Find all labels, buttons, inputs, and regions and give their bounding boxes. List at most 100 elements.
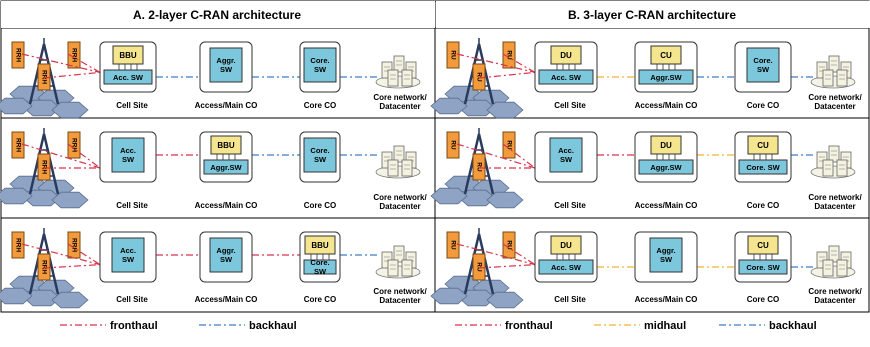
radio-unit-label: RRH <box>40 70 47 84</box>
access-unit-label: DU <box>660 141 672 150</box>
cell-unit-label: DU <box>560 51 572 60</box>
cell-site-label: Cell Site <box>116 101 148 110</box>
fronthaul-line <box>21 53 101 73</box>
server-rack <box>393 55 405 73</box>
radio-unit-label: RU <box>449 240 456 250</box>
access-switch-box <box>209 47 243 83</box>
datacenter-label: Datacenter <box>814 102 855 111</box>
cell-site-label: Cell Site <box>116 295 148 304</box>
core-network-label: Core network/ <box>808 287 862 296</box>
datacenter-icon <box>375 145 421 179</box>
datacenter-icon <box>810 245 856 279</box>
cell-switch-box <box>549 137 583 173</box>
cell-switch-box <box>538 69 594 85</box>
radio-unit-box <box>472 253 486 281</box>
server-rack <box>387 259 399 277</box>
access-unit-box <box>210 135 242 155</box>
fronthaul-line <box>67 143 101 169</box>
access-co-label: Access/Main CO <box>635 101 698 110</box>
core-network-label: Core network/ <box>373 287 427 296</box>
access-switch-label: Aggr. <box>216 56 235 65</box>
cell-site-label: Cell Site <box>116 201 148 210</box>
access-unit-label: CU <box>660 51 672 60</box>
cell-unit-box <box>550 45 582 65</box>
server-rack <box>822 259 834 277</box>
server-rack <box>822 159 834 177</box>
hex-tile <box>51 101 89 119</box>
access-unit-label: BBU <box>217 141 235 150</box>
hex-tile <box>0 287 33 305</box>
hex-tile <box>486 101 524 119</box>
fronthaul-line <box>43 264 101 269</box>
radio-unit-box <box>472 153 486 181</box>
panel-title-bg <box>1 1 435 28</box>
core-switch-label: Core. SW <box>746 263 780 272</box>
fronthaul-line <box>502 243 536 266</box>
access-switch-label-2: SW <box>660 255 673 264</box>
access-switch-box <box>209 237 243 273</box>
radio-unit-label: RU <box>475 262 482 272</box>
core-co-label: Core CO <box>747 101 779 110</box>
core-switch-box <box>746 47 780 83</box>
radio-unit-label: RU <box>505 50 512 60</box>
access-switch-box <box>649 237 683 273</box>
fronthaul-line <box>67 53 101 73</box>
core-switch-label: Core. <box>310 146 329 155</box>
server-rack <box>387 69 399 87</box>
cell-unit-box <box>550 235 582 255</box>
access-co-label: Access/Main CO <box>635 295 698 304</box>
radio-unit-label: RRH <box>70 48 77 62</box>
core-switch-box <box>303 137 337 173</box>
server-rack <box>836 259 848 277</box>
radio-unit-label: RRH <box>40 160 47 174</box>
core-switch-label: Core. <box>310 56 329 65</box>
hex-tile <box>430 287 468 305</box>
fronthaul-line <box>43 71 101 79</box>
access-switch-box <box>203 159 249 175</box>
core-unit-box <box>747 235 779 255</box>
server-rack <box>401 159 413 177</box>
core-switch-label: Core. <box>753 56 772 65</box>
cell-unit-label: DU <box>560 241 572 250</box>
fronthaul-line <box>502 143 536 169</box>
radio-unit-label: RRH <box>70 138 77 152</box>
access-switch-box <box>638 69 694 85</box>
core-unit-box <box>304 235 336 255</box>
radio-unit-box <box>67 41 81 69</box>
core-co-label: Core CO <box>747 295 779 304</box>
access-unit-box <box>650 45 682 65</box>
datacenter-label: Datacenter <box>814 202 855 211</box>
datacenter-label: Datacenter <box>379 102 420 111</box>
radio-unit-box <box>37 253 51 281</box>
server-rack <box>387 159 399 177</box>
access-switch-label: Aggr. <box>216 246 235 255</box>
radio-unit-label: RU <box>505 140 512 150</box>
cell-switch-label-2: SW <box>560 155 573 164</box>
core-unit-box <box>747 135 779 155</box>
legend-backhaul: backhaul <box>249 320 297 332</box>
access-switch-label-2: SW <box>220 65 233 74</box>
access-co-label: Access/Main CO <box>195 295 258 304</box>
access-switch-label: Aggr. <box>656 246 675 255</box>
core-switch-box <box>738 259 788 275</box>
access-co-label: Access/Main CO <box>635 201 698 210</box>
core-switch-box <box>303 47 337 83</box>
hex-tile <box>0 97 33 115</box>
datacenter-icon <box>810 145 856 179</box>
core-switch-label-2: SW <box>314 155 327 164</box>
core-network-label: Core network/ <box>373 193 427 202</box>
radio-unit-label: RU <box>449 50 456 60</box>
core-switch-label-2: SW <box>757 65 770 74</box>
legend-fronthaul: fronthaul <box>110 320 158 332</box>
fronthaul-line <box>478 71 536 79</box>
panel-title: B. 3-layer C-RAN architecture <box>568 8 736 22</box>
cell-switch-label: Acc. <box>120 246 136 255</box>
hex-tile <box>486 191 524 209</box>
core-switch-label-2: SW <box>314 65 327 74</box>
datacenter-label: Datacenter <box>379 202 420 211</box>
cell-switch-box <box>538 259 594 275</box>
radio-unit-label: RRH <box>14 48 21 62</box>
